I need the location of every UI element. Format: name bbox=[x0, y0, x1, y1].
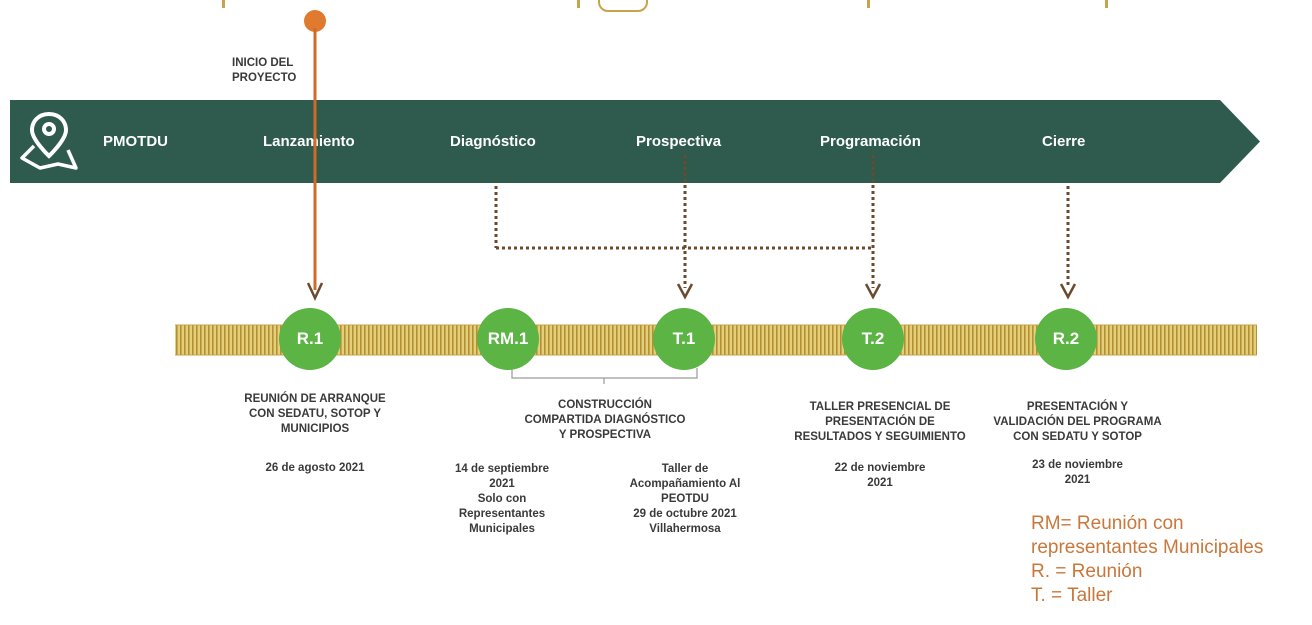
legend-t: T. = Taller bbox=[1031, 585, 1113, 606]
node-t1: T.1 bbox=[653, 308, 715, 370]
phase-lanzamiento: Lanzamiento bbox=[263, 133, 355, 150]
r2-description: PRESENTACIÓN Y VALIDACIÓN DEL PROGRAMA C… bbox=[993, 401, 1162, 443]
legend-r: R. = Reunión bbox=[1031, 561, 1143, 582]
t2-description: TALLER PRESENCIAL DE PRESENTACIÓN DE RES… bbox=[794, 401, 966, 443]
phase-programacion: Programación bbox=[820, 133, 921, 150]
top-ornament-icon bbox=[598, 0, 648, 12]
top-divider-1 bbox=[222, 0, 225, 8]
r1-date: 26 de agosto 2021 bbox=[265, 462, 365, 474]
node-r1: R.1 bbox=[279, 308, 341, 370]
legend: RM= Reunión con representantes Municipal… bbox=[1031, 512, 1263, 608]
node-r2: R.2 bbox=[1035, 308, 1097, 370]
top-divider-3 bbox=[867, 0, 870, 8]
legend-rm: RM= Reunión con bbox=[1031, 513, 1184, 534]
node-rm1: RM.1 bbox=[477, 308, 539, 370]
top-divider-4 bbox=[1105, 0, 1108, 8]
construccion-description: CONSTRUCCIÓN COMPARTIDA DIAGNÓSTICO Y PR… bbox=[524, 399, 686, 441]
r2-date: 23 de noviembre 2021 bbox=[1032, 459, 1123, 486]
t1-date: Taller de Acompañamiento Al PEOTDU 29 de… bbox=[629, 463, 741, 535]
phase-prospectiva: Prospectiva bbox=[636, 133, 722, 150]
top-divider-2 bbox=[577, 0, 580, 8]
node-t2: T.2 bbox=[842, 308, 904, 370]
phase-cierre: Cierre bbox=[1042, 133, 1086, 150]
phase-diagnostico: Diagnóstico bbox=[450, 133, 536, 150]
r1-description: REUNIÓN DE ARRANQUE CON SEDATU, SOTOP Y … bbox=[244, 393, 386, 435]
map-pin-icon bbox=[20, 111, 78, 170]
banner-brand: PMOTDU bbox=[103, 133, 168, 150]
group-bracket bbox=[511, 368, 698, 384]
phase-banner bbox=[10, 100, 1260, 183]
t2-date: 22 de noviembre 2021 bbox=[834, 462, 926, 489]
legend-rm-cont: representantes Municipales bbox=[1031, 537, 1264, 558]
start-marker bbox=[304, 10, 326, 32]
start-label: INICIO DEL PROYECTO bbox=[232, 57, 297, 84]
rm1-date: 14 de septiembre 2021 Solo con Represent… bbox=[455, 463, 549, 535]
